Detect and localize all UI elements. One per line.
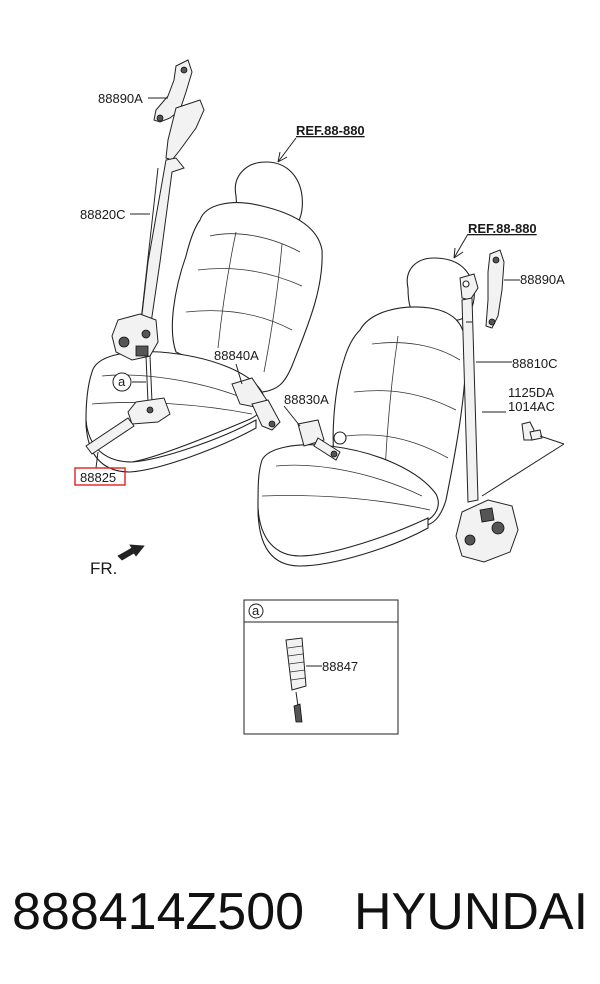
label-88890a-right: 88890A (520, 272, 565, 287)
left-buckle-tongue (231, 377, 281, 431)
label-88840a: 88840A (214, 348, 259, 363)
right-seatbelt-assembly (455, 249, 543, 563)
fr-label: FR. (90, 559, 117, 578)
label-88810c: 88810C (512, 356, 558, 371)
label-88890a-top: 88890A (98, 91, 143, 106)
brand-name: HYUNDAI (354, 883, 589, 941)
ref-label-left: REF.88-880 (296, 123, 365, 138)
label-1014ac: 1014AC (508, 399, 555, 414)
boot-part-icon (285, 637, 307, 691)
label-88830a: 88830A (284, 392, 329, 407)
label-88820c: 88820C (80, 207, 126, 222)
callout-a-circle (112, 372, 132, 392)
part-number: 888414Z500 (12, 883, 305, 941)
left-seatbelt-assembly (85, 59, 205, 455)
leader-lines (95, 97, 565, 497)
right-seat (257, 257, 475, 567)
fr-arrow-icon (117, 544, 145, 561)
callout-a-label: a (118, 374, 126, 389)
highlight-box (74, 467, 126, 486)
footer: 888414Z500 HYUNDAI (0, 872, 600, 952)
label-1125da: 1125DA (508, 385, 554, 400)
right-buckle (297, 419, 347, 461)
ref-label-right: REF.88-880 (468, 221, 537, 236)
label-88847: 88847 (322, 659, 358, 674)
inset-a-label: a (252, 603, 260, 618)
inset-detail-a: a 88847 (243, 599, 399, 735)
label-88825: 88825 (80, 470, 116, 485)
front-direction-indicator: FR. (90, 544, 145, 578)
